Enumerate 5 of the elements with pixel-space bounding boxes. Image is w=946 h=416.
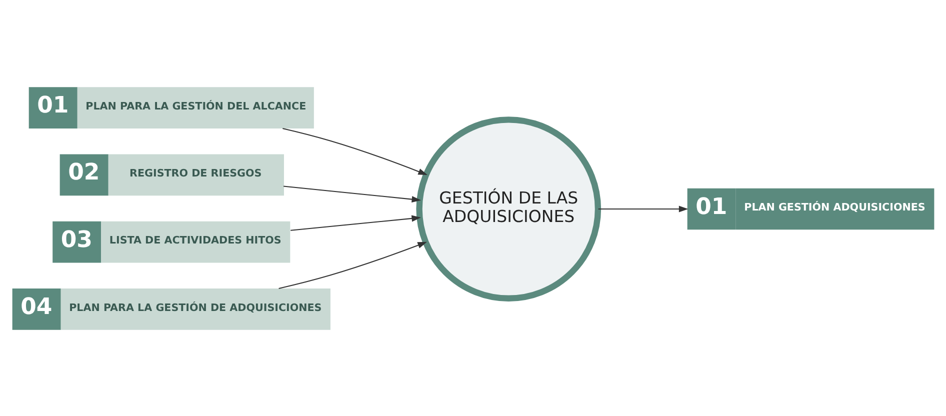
arrow	[282, 127, 428, 175]
arrow	[278, 241, 427, 288]
arrow	[284, 185, 422, 202]
arrow	[598, 205, 688, 212]
arrow	[290, 214, 422, 230]
